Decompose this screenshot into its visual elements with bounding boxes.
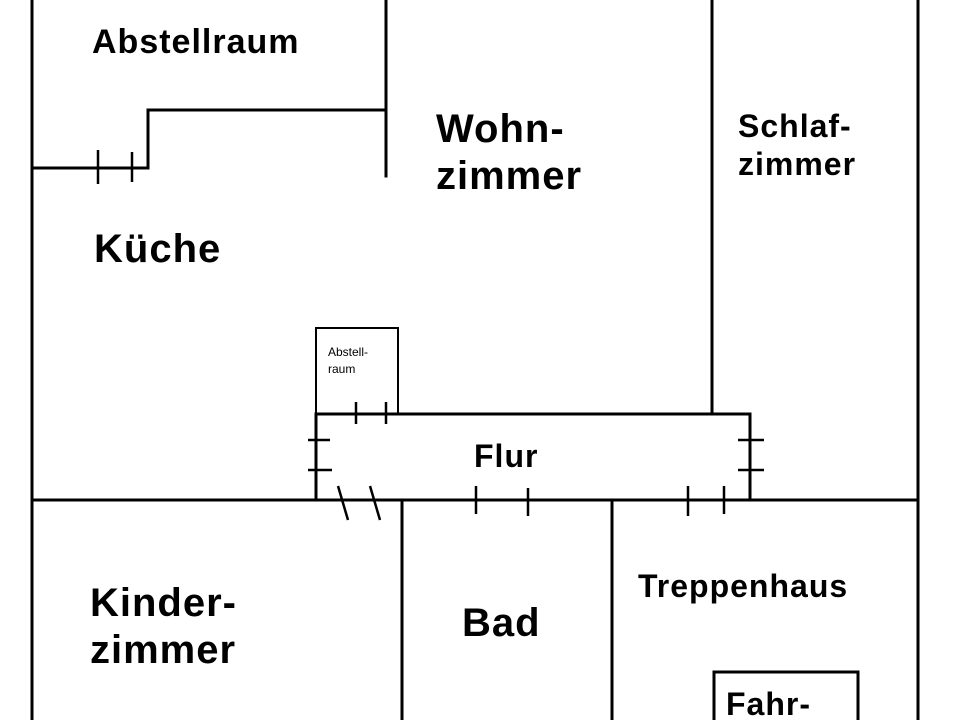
room-label-kinderzimmer-line2: zimmer <box>90 628 237 673</box>
room-label-bad: Bad <box>462 601 541 645</box>
room-label-kinderzimmer-line1: Kinder- <box>90 581 237 625</box>
room-label-flur: Flur <box>474 438 539 474</box>
room-label-schlafzimmer-line2: zimmer <box>738 145 857 182</box>
room-label-kueche: Küche <box>94 227 222 271</box>
room-label-treppenhaus: Treppenhaus <box>638 568 849 604</box>
room-label-wohnzimmer-line1: Wohn- <box>436 107 565 151</box>
door-tick <box>368 485 382 521</box>
door-tick <box>336 485 350 521</box>
room-label-fahrstuhl: Fahr- <box>726 686 811 722</box>
room-label-schlafzimmer-line1: Schlaf- <box>738 108 852 144</box>
room-label-abstellraum-small-line1: Abstell- <box>328 345 369 359</box>
room-label-schlafzimmer: Schlaf- zimmer <box>738 108 856 184</box>
room-label-abstellraum-small: Abstell- raum <box>328 344 368 378</box>
room-label-wohnzimmer: Wohn- zimmer <box>436 106 582 200</box>
room-label-abstellraum: Abstellraum <box>92 23 300 61</box>
room-label-abstellraum-small-line2: raum <box>328 361 356 376</box>
room-label-kinderzimmer: Kinder- zimmer <box>90 580 237 674</box>
room-label-wohnzimmer-line2: zimmer <box>436 154 583 199</box>
